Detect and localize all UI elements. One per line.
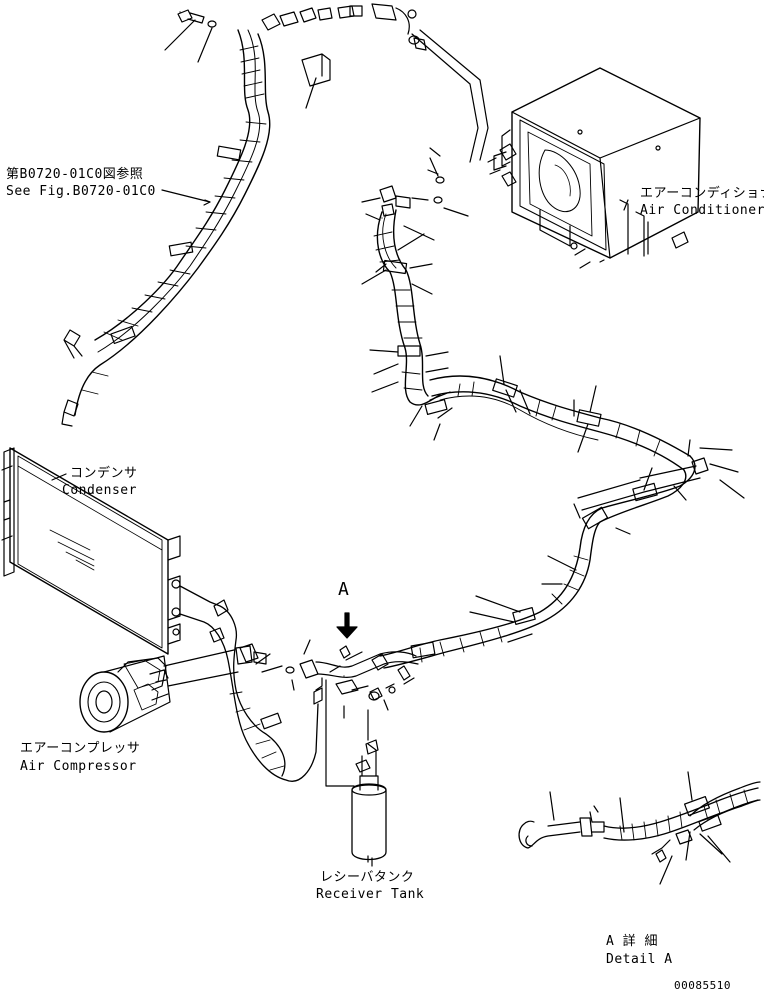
condenser-label-en: Condenser xyxy=(62,483,137,498)
receiver-tank-label-jp: レシーバタンク xyxy=(320,870,415,885)
air-conditioner-label-jp: エアーコンディショナ xyxy=(640,186,764,201)
suction-pipe xyxy=(411,29,489,163)
hose-routing-main xyxy=(361,185,745,669)
fittings-center xyxy=(299,639,419,711)
drawing-number: 00085510 xyxy=(674,979,731,992)
condenser xyxy=(1,447,181,655)
condenser-outlet-hoses xyxy=(179,585,323,782)
compressor-label-jp: エアーコンプレッサ xyxy=(20,741,141,756)
detail-a-drawing xyxy=(518,771,761,885)
receiver-tank-label-en: Receiver Tank xyxy=(316,887,425,902)
condenser-label-jp: コンデンサ xyxy=(70,466,138,481)
hose-harness-top-left xyxy=(61,3,420,427)
view-arrow-a-label: A xyxy=(338,579,350,600)
detail-a-label-jp: A 詳 細 xyxy=(606,934,658,949)
detail-a-label-en: Detail A xyxy=(606,952,673,967)
air-conditioner-unit xyxy=(429,67,701,269)
air-conditioner-label-en: Air Conditioner xyxy=(640,203,764,218)
receiver-tank xyxy=(325,665,387,867)
see-fig-label-en: See Fig.B0720-01C0 xyxy=(6,184,156,199)
air-compressor xyxy=(79,645,253,733)
see-fig-label-jp: 第B0720-01C0図参照 xyxy=(6,167,144,182)
view-arrow-a xyxy=(336,612,358,639)
compressor-label-en: Air Compressor xyxy=(20,759,137,774)
aircon-outlet-fittings xyxy=(413,37,517,187)
